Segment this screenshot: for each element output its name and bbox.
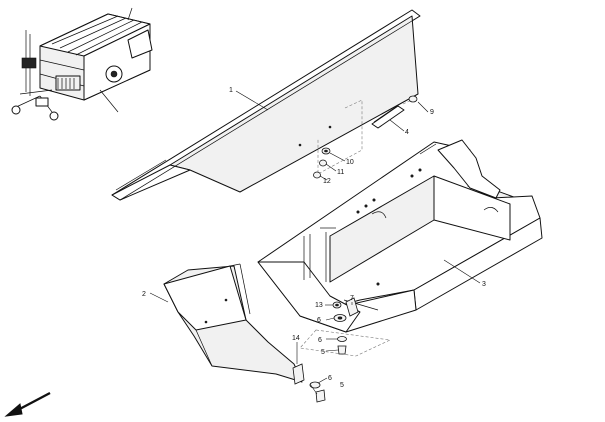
washer-6c-icon [309, 381, 321, 389]
leader-lines [149, 90, 481, 395]
callout-5: 5 [321, 349, 325, 356]
callout-10: 10 [346, 159, 354, 166]
bolt-9-icon [408, 95, 418, 103]
callout-6: 6 [317, 317, 321, 324]
callout-3: 3 [482, 281, 486, 288]
callout-6: 6 [318, 337, 322, 344]
callout-7: 7 [350, 295, 354, 302]
callout-12: 12 [323, 178, 331, 185]
callout-11: 11 [337, 169, 344, 176]
part-1-upper-cover [111, 9, 421, 201]
clip-7-icon [345, 297, 359, 317]
callout-4: 4 [405, 129, 409, 136]
callout-labels: 1 2 3 4 5 5 6 6 6 7 9 10 11 12 13 14 [142, 87, 486, 389]
callout-9: 9 [430, 109, 434, 116]
part-2-side-shield [163, 263, 303, 383]
callout-13: 13 [315, 302, 323, 309]
bracket-14-icon [292, 363, 305, 385]
bolt-5a-icon [337, 345, 347, 355]
part-3-lower-frame [257, 139, 543, 333]
direction-arrow-icon [4, 391, 51, 417]
washer-6b-icon [337, 336, 347, 342]
callout-2: 2 [142, 291, 146, 298]
nut-12-icon [313, 171, 321, 179]
callout-1: 1 [229, 87, 233, 94]
callout-14: 14 [292, 335, 300, 342]
callout-5: 5 [340, 382, 344, 389]
bolt-5b-icon [315, 389, 326, 403]
fastener-group-9-12 [313, 95, 418, 179]
callout-6: 6 [328, 375, 332, 382]
part-4-bracket [371, 103, 405, 129]
washer-11-icon [319, 159, 327, 167]
machine-overview-thumbnail [11, 7, 153, 121]
